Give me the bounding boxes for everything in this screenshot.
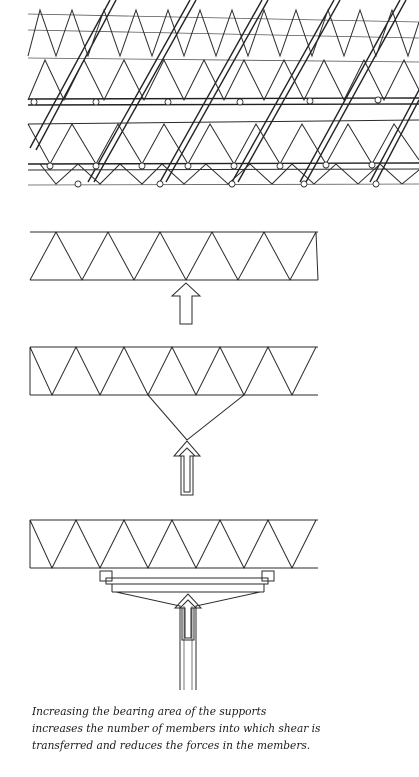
bearing-cap [99, 570, 275, 690]
caption-line-2: increases the number of members into whi… [32, 721, 321, 735]
space-frame-perspective [27, 0, 419, 188]
caption-line-3: transferred and reduces the forces in th… [32, 738, 311, 752]
truss-forked-support [29, 345, 318, 441]
support-arrow-1 [170, 282, 202, 325]
truss-wide-bearing [29, 518, 318, 570]
support-arrow-2 [172, 440, 202, 496]
caption-line-1: Increasing the bearing area of the suppo… [32, 704, 267, 718]
truss-point-support [29, 230, 319, 282]
support-arrow-3 [173, 593, 203, 641]
figure-caption: Increasing the bearing area of the suppo… [32, 703, 372, 754]
